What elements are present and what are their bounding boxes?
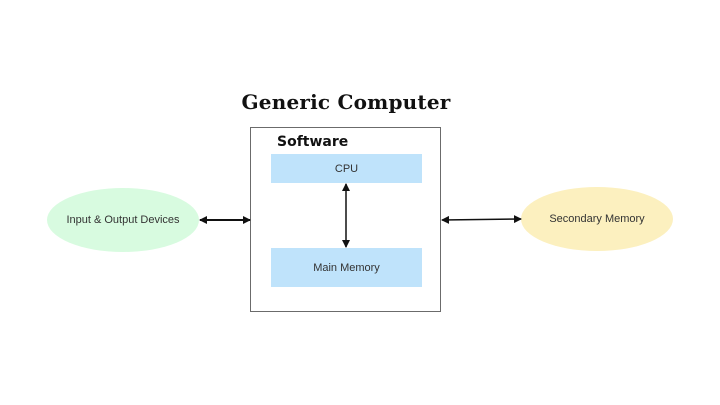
cpu-box: CPU	[271, 154, 422, 183]
secondary-memory-label: Secondary Memory	[549, 213, 645, 225]
software-label: Software	[277, 134, 349, 150]
io-devices-ellipse: Input & Output Devices	[47, 188, 199, 252]
main-memory-label: Main Memory	[313, 261, 380, 274]
computer-to-secondary-arrow	[441, 215, 522, 224]
cpu-label: CPU	[334, 162, 359, 175]
diagram-title: Generic Computer	[241, 90, 451, 114]
io-devices-label: Input & Output Devices	[66, 214, 180, 226]
main-memory-box: Main Memory	[271, 248, 422, 287]
secondary-memory-ellipse: Secondary Memory	[521, 187, 673, 251]
